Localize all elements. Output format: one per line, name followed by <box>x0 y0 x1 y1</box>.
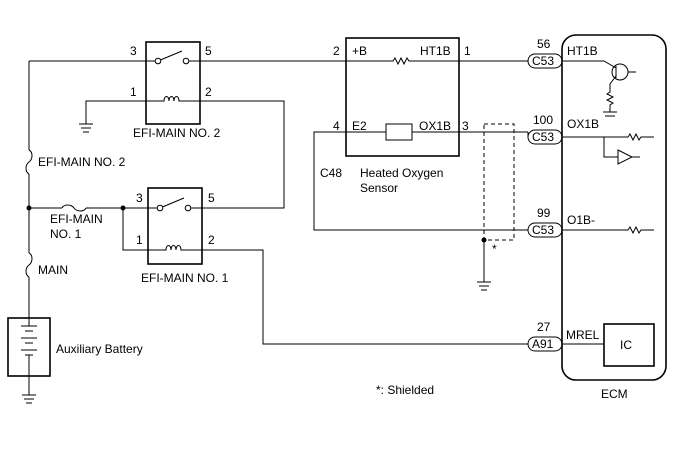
shield-mark: * <box>492 242 497 256</box>
ecm-o1b-wire <box>562 225 654 235</box>
fuse-efi-main2 <box>25 149 33 175</box>
ecm-pin-conn: A91 <box>532 337 554 351</box>
relay-efi-main1-box <box>147 187 203 265</box>
ecm-pin-num: 56 <box>537 37 551 51</box>
wire-e2-o1b <box>313 131 528 231</box>
wire-relay2-coil-gnd <box>85 100 146 124</box>
relay2-pin-2: 2 <box>205 85 212 99</box>
ground-icon <box>22 394 36 404</box>
ecm-ox1b-buffer-wire <box>603 137 618 158</box>
fuse-main <box>25 252 33 278</box>
shielded-note: *: Shielded <box>376 383 434 397</box>
relay1-coil <box>148 245 202 251</box>
sensor-name-line2: Sensor <box>360 181 398 195</box>
relay2-coil <box>146 96 200 102</box>
battery-label: Auxiliary Battery <box>56 342 143 356</box>
sensor-pin-num-3: 3 <box>462 119 469 133</box>
sensor-pin-num-1: 1 <box>464 44 471 58</box>
ecm-box <box>561 34 667 381</box>
wire-ox1b-link <box>514 131 529 137</box>
sensor-name-line1: Heated Oxygen <box>360 166 443 180</box>
sensor-pin-num-4: 4 <box>333 119 340 133</box>
relay2-label: EFI-MAIN NO. 2 <box>133 126 221 140</box>
fuse-main-label: MAIN <box>38 263 68 277</box>
ecm-ox1b-wire <box>562 132 654 142</box>
relay1-contact-pivot <box>156 204 164 212</box>
transistor-emitter <box>605 75 617 112</box>
ground-icon <box>477 281 491 291</box>
ecm-pin-num: 99 <box>537 206 551 220</box>
sensor-pin-num-2: 2 <box>333 44 340 58</box>
ecm-ic-label: IC <box>620 338 632 352</box>
fuse-efi-main2-label: EFI-MAIN NO. 2 <box>38 155 126 169</box>
heater-resistor <box>346 56 459 66</box>
wire-relay1-coil <box>122 208 148 251</box>
wire-relay2-coil-out <box>200 100 285 209</box>
ecm-pin-name: OX1B <box>567 117 599 131</box>
ecm-ht1b-wire <box>562 60 617 69</box>
sensor-pin-e2: E2 <box>352 119 367 133</box>
relay-efi-main2-box <box>145 41 201 125</box>
ground-icon <box>603 111 617 117</box>
ground-icon <box>79 123 93 133</box>
ecm-pin-name: HT1B <box>567 44 598 58</box>
ecm-pin-num: 100 <box>533 113 553 127</box>
ecm-pin-conn: C53 <box>532 130 554 144</box>
buffer-icon <box>617 149 640 165</box>
relay2-pin-3: 3 <box>130 44 137 58</box>
sensor-connector: C48 <box>320 166 342 180</box>
ecm-pin-conn: C53 <box>532 54 554 68</box>
ecm-pin-name: O1B- <box>567 213 595 227</box>
relay2-pin-5: 5 <box>205 44 212 58</box>
relay2-pin-1: 1 <box>130 85 137 99</box>
heated-oxygen-sensor-box <box>345 37 460 157</box>
ecm-pin-name: MREL <box>566 328 600 342</box>
ecm-ic-box <box>603 323 655 367</box>
sensor-pin-ht1b: HT1B <box>420 44 451 58</box>
relay1-label: EFI-MAIN NO. 1 <box>141 271 229 285</box>
shield-outline <box>483 123 515 241</box>
ecm-pin-conn: C53 <box>532 223 554 237</box>
wire-mrel <box>202 249 528 345</box>
relay2-contact-point <box>182 57 190 65</box>
relay1-pin-5: 5 <box>208 191 215 205</box>
fuse-efi-main1 <box>61 204 87 212</box>
relay1-pin-2: 2 <box>208 233 215 247</box>
sensor-pin-ox1b: OX1B <box>419 119 451 133</box>
relay1-contact-point <box>184 204 192 212</box>
ecm-label: ECM <box>601 387 628 401</box>
fuse-efi-main1-label-2: NO. 1 <box>50 227 82 241</box>
relay1-pin-3: 3 <box>136 191 143 205</box>
relay2-contact-pivot <box>154 57 162 65</box>
relay1-pin-1: 1 <box>136 233 143 247</box>
ecm-pin-num: 27 <box>537 320 551 334</box>
fuse-efi-main1-label-1: EFI-MAIN <box>50 212 103 226</box>
sensor-pin-b: +B <box>352 44 367 58</box>
battery-symbol <box>21 318 37 376</box>
